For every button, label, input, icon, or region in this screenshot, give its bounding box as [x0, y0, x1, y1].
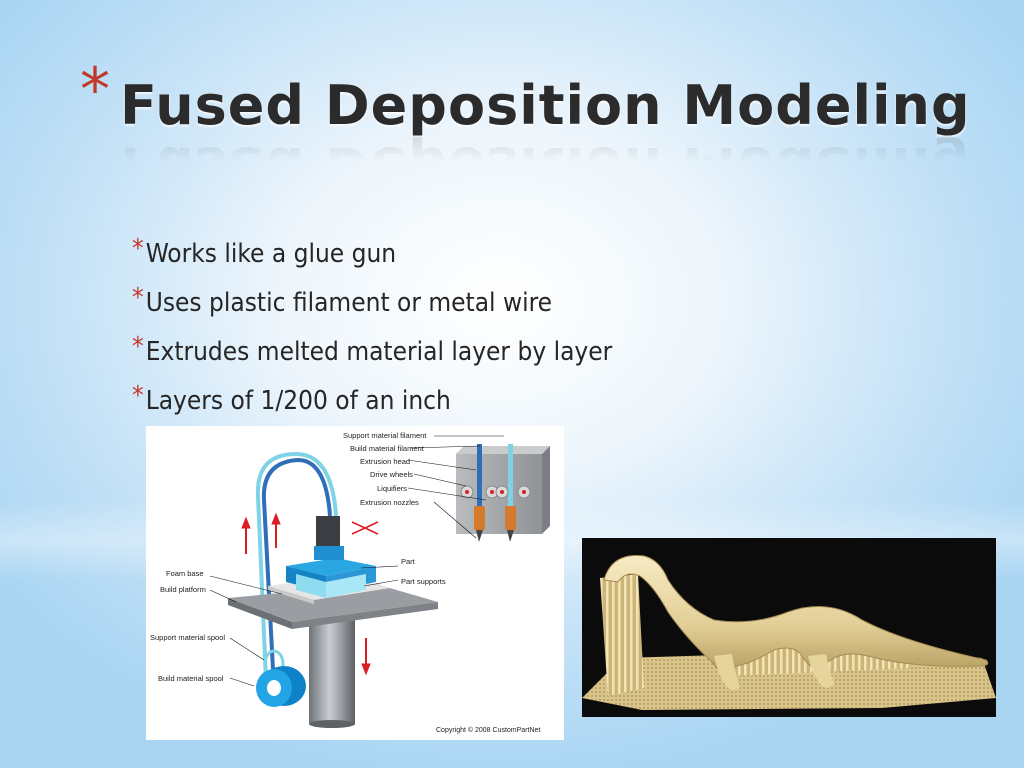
bullet-item: *Uses plastic filament or metal wire	[132, 281, 612, 330]
dinosaur-body	[603, 555, 989, 672]
extrusion-head	[316, 516, 340, 546]
diagram-copyright: Copyright © 2008 CustomPartNet	[436, 726, 540, 734]
up-arrows	[241, 512, 281, 554]
bullet-item: *Layers of 1/200 of an inch	[132, 379, 612, 428]
part	[286, 558, 376, 576]
bullet-asterisk: *	[132, 332, 144, 362]
label-build-platform: Build platform	[160, 585, 206, 594]
slide-title: Fused Deposition Modeling	[120, 74, 971, 137]
slide-title-reflection: Fused Deposition Modeling	[120, 135, 971, 198]
label-build-filament: Build material filament	[350, 444, 425, 453]
label-liquifiers: Liquifiers	[377, 484, 407, 493]
label-extrusion-head: Extrusion head	[360, 457, 410, 466]
fdm-diagram-graphic: Support material filament Build material…	[150, 431, 550, 734]
bullet-text: Extrudes melted material layer by layer	[145, 337, 613, 367]
bullet-asterisk: *	[132, 381, 144, 411]
fdm-diagram: Support material filament Build material…	[146, 426, 564, 740]
build-filament-tube	[261, 457, 332, 689]
bullet-text: Works like a glue gun	[145, 239, 397, 269]
label-part-supports: Part supports	[401, 577, 446, 586]
bullet-item: *Works like a glue gun	[132, 232, 612, 281]
leader-lines	[209, 435, 504, 687]
bullet-asterisk: *	[132, 283, 144, 313]
bullet-list: *Works like a glue gun *Uses plastic fil…	[132, 232, 612, 428]
extrusion-head-detail	[456, 444, 550, 542]
red-cross-arrows	[351, 521, 379, 535]
down-arrow	[361, 638, 371, 676]
label-support-filament: Support material filament	[343, 431, 427, 440]
elevator-column	[309, 616, 355, 724]
dinosaur-model-graphic	[582, 555, 996, 710]
label-build-spool: Build material spool	[158, 674, 224, 683]
build-spool	[256, 666, 306, 707]
bullet-asterisk: *	[132, 234, 144, 264]
label-part: Part	[401, 557, 416, 566]
bullet-text: Layers of 1/200 of an inch	[145, 386, 451, 416]
neck-supports	[600, 574, 644, 696]
printed-dinosaur-photo	[582, 538, 996, 717]
title-asterisk: *	[80, 55, 110, 125]
label-drive-wheels: Drive wheels	[370, 470, 413, 479]
bullet-text: Uses plastic filament or metal wire	[145, 288, 553, 318]
bullet-item: *Extrudes melted material layer by layer	[132, 330, 612, 379]
support-filament-tube	[255, 451, 338, 682]
label-extrusion-nozzles: Extrusion nozzles	[360, 498, 419, 507]
label-support-spool: Support material spool	[150, 633, 225, 642]
label-foam-base: Foam base	[166, 569, 204, 578]
